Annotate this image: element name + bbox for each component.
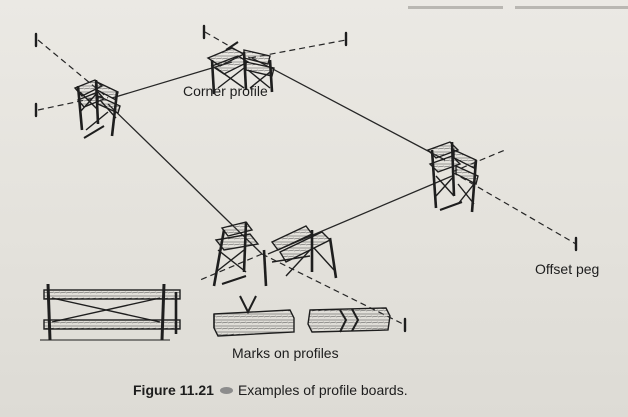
dashed-line-offset xyxy=(451,171,577,245)
figure-caption-text: Examples of profile boards. xyxy=(237,382,408,398)
marks-on-profiles-label: Marks on profiles xyxy=(232,345,339,361)
caption-bullet-icon xyxy=(219,387,233,395)
offset-peg-label: Offset peg xyxy=(535,261,600,277)
dashed-lines xyxy=(37,31,577,326)
string-line-right xyxy=(251,57,446,161)
profile-board-saw-cut xyxy=(307,307,391,333)
string-lines xyxy=(107,57,453,255)
profile-fence xyxy=(40,283,181,341)
bottom-corner-profile xyxy=(212,221,338,287)
top-corner-profile xyxy=(206,41,275,95)
figure-number: Figure 11.21 xyxy=(133,382,214,398)
offset-pegs xyxy=(34,24,578,333)
figure-caption: Figure 11.21 Examples of profile boards. xyxy=(133,381,408,399)
dashed-line-bottom-left xyxy=(199,253,263,281)
dashed-line-corner-out xyxy=(249,39,347,59)
dashed-line-left xyxy=(37,95,105,111)
right-corner-profile xyxy=(426,141,479,213)
header-rule-left xyxy=(408,6,503,9)
header-rule-right xyxy=(515,6,628,9)
corner-profile-label: Corner profile xyxy=(183,83,268,99)
profile-board-nail-mark xyxy=(213,295,295,337)
left-corner-profile xyxy=(73,79,121,139)
